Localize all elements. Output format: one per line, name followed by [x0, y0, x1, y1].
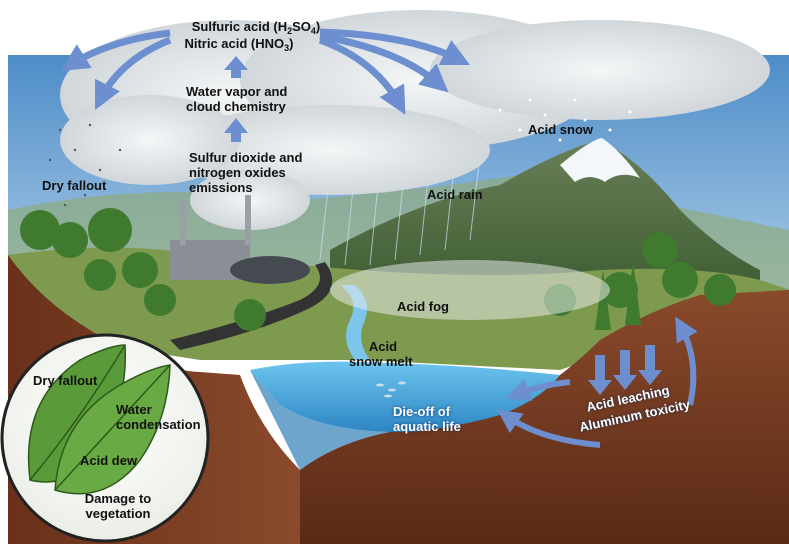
dry-fallout-label: Dry fallout: [42, 178, 107, 193]
water-vapor-label: Water vapor and cloud chemistry: [186, 84, 287, 114]
acid-fog-label: Acid fog: [397, 299, 449, 314]
snow-cap: [560, 138, 640, 182]
inset-damage-label: Damage to vegetation: [72, 491, 164, 521]
water-vapor-line1: Water vapor and: [186, 84, 288, 99]
factory: [170, 195, 310, 284]
emissions-line1: Sulfur dioxide and: [189, 150, 303, 165]
leaching-arrows: [588, 345, 662, 395]
acid-snow-flakes: [498, 98, 632, 142]
acid-rain-streaks: [319, 154, 481, 266]
runoff-arrows: [497, 316, 698, 448]
acid-rain-label: Acid rain: [427, 187, 483, 202]
acid-cloud: [60, 10, 770, 230]
inset-acid-dew-label: Acid dew: [80, 453, 138, 468]
dispersal-arrows: [60, 28, 471, 115]
soil-front-right: [300, 290, 789, 544]
die-off-label: Die-off of aquatic life: [393, 404, 461, 434]
leaf-inset: [0, 333, 210, 543]
acid-snow-melt-label: Acid snow melt: [343, 339, 423, 369]
water-vapor-line2: cloud chemistry: [186, 99, 286, 114]
inset-water-condensation-label: Water condensation: [116, 402, 201, 432]
acid-snow-label: Acid snow: [528, 122, 594, 137]
sulfuric-acid-label: Sulfuric acid (H2SO4): [191, 19, 321, 36]
emissions-line3: emissions: [189, 180, 253, 195]
dry-fallout-particles: [48, 123, 122, 212]
forest-trees: [20, 208, 736, 331]
lake: [250, 361, 560, 432]
road: [170, 262, 333, 350]
die-off-line2: aquatic life: [393, 419, 461, 434]
emissions-label: Sulfur dioxide and nitrogen oxides emiss…: [189, 150, 302, 195]
inset-damage-line1: Damage to: [84, 491, 152, 506]
emissions-line2: nitrogen oxides: [189, 165, 286, 180]
acid-snow-melt-line1: Acid: [368, 339, 398, 354]
acid-snow-melt-line2: snow melt: [349, 354, 413, 369]
lake-side: [250, 370, 418, 470]
die-off-line1: Die-off of: [393, 404, 451, 419]
inset-damage-line2: vegetation: [85, 506, 151, 521]
inset-dry-fallout-label: Dry fallout: [33, 373, 98, 388]
inset-water-line2: condensation: [116, 417, 201, 432]
upward-arrows: [224, 56, 248, 142]
nitric-acid-label: Nitric acid (HNO3): [184, 36, 294, 53]
inset-water-line1: Water: [116, 402, 152, 417]
acid-fog: [330, 260, 610, 320]
fish-group: [376, 381, 406, 398]
